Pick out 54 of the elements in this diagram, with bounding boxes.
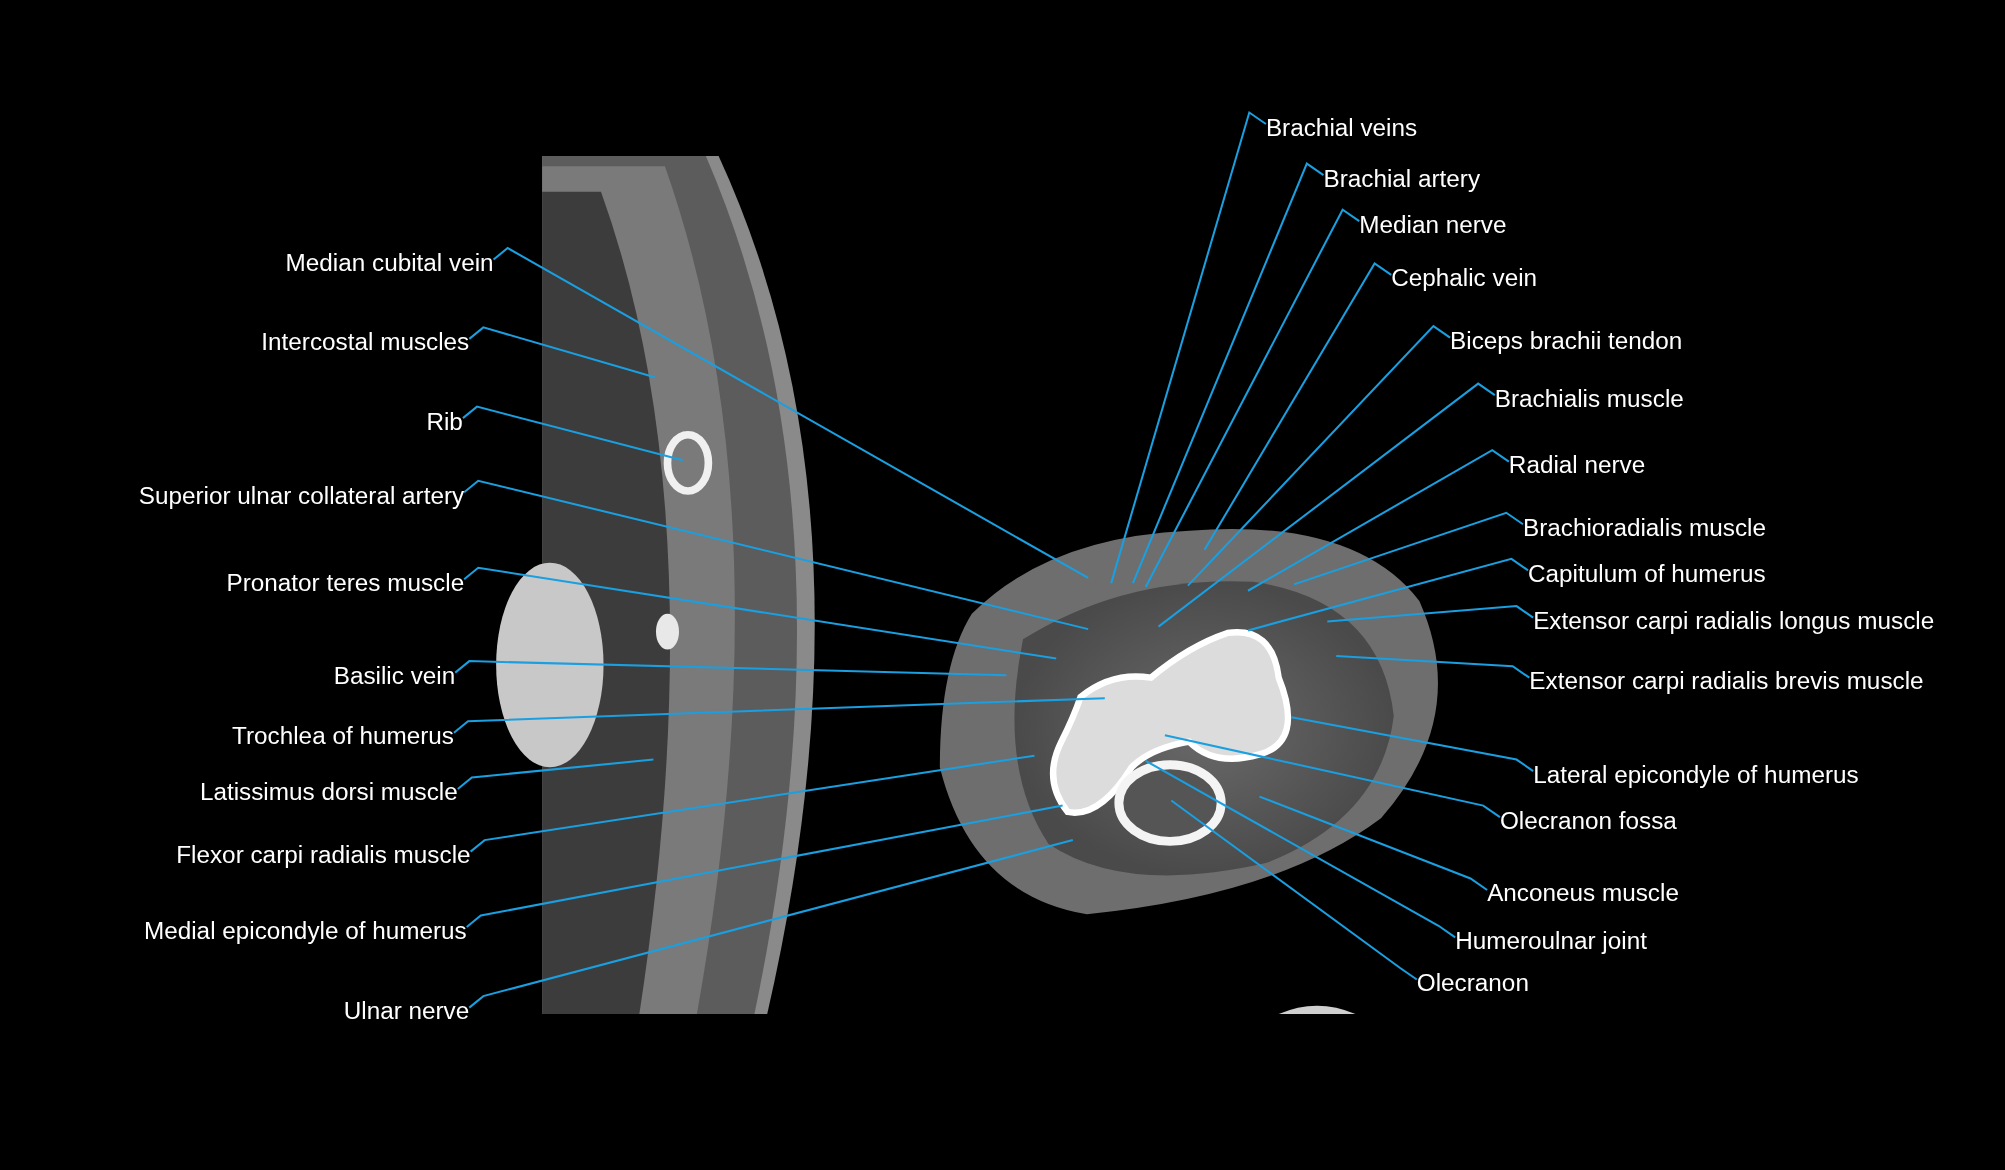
structure-label: Basilic vein — [333, 661, 456, 692]
leader-line — [463, 479, 1089, 631]
leader-line — [1247, 557, 1529, 632]
leader-line — [492, 246, 1089, 579]
structure-label: Latissimus dorsi muscle — [199, 777, 458, 809]
leader-line — [1293, 511, 1524, 586]
leader-line — [457, 758, 654, 790]
leader-line — [1170, 799, 1418, 981]
structure-label: Brachial artery — [1323, 163, 1481, 195]
structure-label: Flexor carpi radialis muscle — [176, 840, 471, 871]
leader-line — [1145, 759, 1456, 939]
structure-label: Capitulum of humerus — [1528, 558, 1766, 590]
structure-label: Rib — [426, 406, 463, 438]
structure-label: Median cubital vein — [285, 248, 494, 279]
leader-line — [1203, 261, 1392, 551]
structure-label: Extensor carpi radialis longus muscle — [1533, 606, 1935, 637]
structure-label: Anconeus muscle — [1487, 878, 1679, 910]
leader-line — [1336, 654, 1530, 679]
structure-label: Median nerve — [1359, 209, 1507, 241]
structure-label: Brachial veins — [1265, 112, 1418, 144]
structure-label: Humeroulnar joint — [1455, 925, 1647, 957]
structure-label: Biceps brachii tendon — [1450, 326, 1683, 357]
structure-label: Pronator teres muscle — [226, 567, 465, 599]
leader-line — [1247, 448, 1510, 592]
leader-line — [466, 804, 1063, 928]
structure-label: Ulnar nerve — [343, 996, 470, 1027]
structure-label: Brachioradialis muscle — [1522, 512, 1766, 544]
structure-label: Medial epicondyle of humerus — [143, 915, 467, 947]
leader-line — [463, 566, 1057, 660]
leader-line — [1132, 162, 1325, 584]
structure-label: Trochlea of humerus — [232, 721, 454, 752]
leader-line — [468, 326, 655, 379]
structure-label: Cephalic vein — [1391, 263, 1538, 295]
leader-line — [1110, 110, 1267, 584]
structure-label: Olecranon — [1416, 968, 1529, 999]
structure-label: Radial nerve — [1508, 450, 1646, 481]
leader-line — [1144, 208, 1360, 588]
structure-label: Olecranon fossa — [1499, 805, 1677, 837]
leader-line — [469, 754, 1035, 853]
leader-line — [1164, 734, 1501, 818]
structure-label: Extensor carpi radialis brevis muscle — [1529, 666, 1924, 697]
leader-line — [453, 697, 1105, 734]
leader-line — [468, 839, 1074, 1009]
leader-line — [1187, 324, 1451, 587]
leader-line — [1157, 382, 1496, 628]
structure-label: Superior ulnar collateral artery — [138, 480, 465, 512]
structure-label: Lateral epicondyle of humerus — [1533, 759, 1859, 791]
structure-label: Brachialis muscle — [1494, 383, 1684, 415]
leader-line — [462, 405, 684, 462]
leader-line — [1291, 716, 1534, 772]
leader-line — [454, 660, 1007, 677]
structure-label: Intercostal muscles — [261, 327, 470, 359]
leader-line — [1259, 795, 1488, 891]
leader-line — [1327, 605, 1534, 623]
